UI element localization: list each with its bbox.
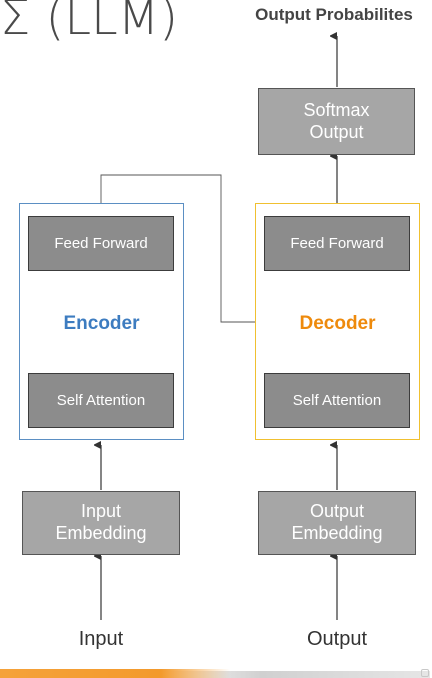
decoder-self-attention-block: Self Attention — [264, 373, 410, 428]
softmax-line-1: Softmax — [303, 99, 370, 120]
decoder-feed-forward-block: Feed Forward — [264, 216, 410, 271]
output-label: Output — [306, 628, 368, 650]
output-embedding-line-2: Embedding — [291, 523, 383, 543]
input-embedding-line-2: Embedding — [55, 523, 147, 543]
slide-title-fragment: Σ (LLM) — [0, 0, 178, 46]
encoder-title: Encoder — [63, 313, 140, 334]
encoder-to-decoder-connector — [100, 174, 255, 323]
softmax-line-2: Output — [309, 121, 364, 142]
encoder-self-attention-block: Self Attention — [28, 373, 174, 428]
softmax-output-block: Softmax Output — [258, 88, 415, 155]
decoder-title: Decoder — [299, 313, 376, 334]
footer-accent-bar — [0, 669, 230, 678]
footer-gray-bar — [150, 671, 430, 678]
input-embedding-block: Input Embedding — [22, 491, 180, 555]
output-probabilities-label: Output Probabilites — [255, 5, 413, 24]
slide-corner-icon — [421, 669, 429, 677]
encoder-feed-forward-block: Feed Forward — [28, 216, 174, 271]
output-embedding-line-1: Output — [309, 501, 365, 522]
input-label: Input — [78, 628, 124, 650]
input-embedding-line-1: Input — [80, 501, 122, 522]
output-embedding-block: Output Embedding — [258, 491, 416, 555]
